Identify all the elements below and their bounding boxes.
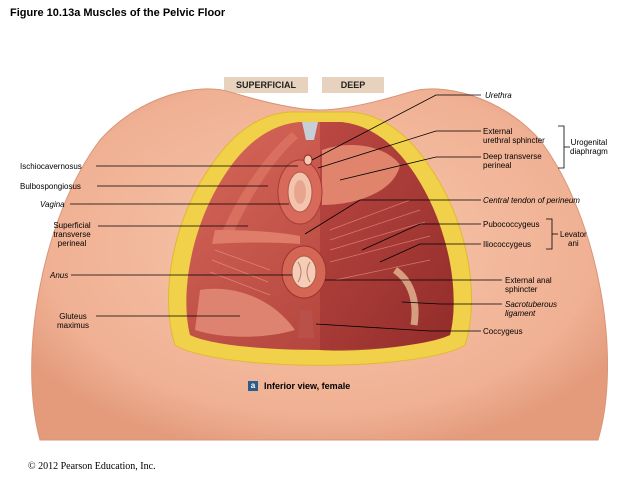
label-line: Superficial <box>53 221 91 230</box>
label-external-urethral-sphincter: External urethral sphincter <box>483 127 545 145</box>
superficial-transverse-perineal-muscle <box>212 230 300 244</box>
urethra-opening <box>303 154 313 166</box>
label-pubococcygeus: Pubococcygeus <box>483 220 540 229</box>
label-external-anal-sphincter: External anal sphincter <box>505 276 552 294</box>
tab-superficial: SUPERFICIAL <box>224 77 308 93</box>
label-deep-transverse-perineal: Deep transverse perineal <box>483 152 542 170</box>
panel-letter-icon: a <box>248 381 258 391</box>
label-line: Gluteus <box>59 312 87 321</box>
vaginal-opening-inner <box>294 180 306 204</box>
label-urethra: Urethra <box>485 91 512 100</box>
label-iliococcygeus: Iliococcygeus <box>483 240 532 249</box>
copyright: © 2012 Pearson Education, Inc. <box>28 461 156 472</box>
coccygeal-region <box>298 310 314 338</box>
label-line: Urogenital <box>570 138 608 147</box>
label-line: External <box>483 127 513 136</box>
label-coccygeus: Coccygeus <box>483 327 523 336</box>
bracket-levator-ani <box>546 218 558 250</box>
label-line: ligament <box>505 309 536 318</box>
tab-deep: DEEP <box>322 77 384 93</box>
sacrotuberous-ligament <box>392 267 419 326</box>
figure-caption: a Inferior view, female <box>248 381 350 391</box>
label-line: Sacrotuberous <box>505 300 558 309</box>
label-urogenital-diaphragm: Urogenital diaphragm <box>570 138 608 156</box>
clitoral-area <box>302 122 318 140</box>
label-gluteus-maximus: Gluteus maximus <box>50 312 96 330</box>
figure-title: Figure 10.13a Muscles of the Pelvic Floo… <box>10 7 226 19</box>
label-ischiocavernosus: Ischiocavernosus <box>20 162 82 171</box>
label-line: urethral sphincter <box>483 136 545 145</box>
ischiocavernosus-muscle <box>222 132 298 236</box>
label-bulbospongiosus: Bulbospongiosus <box>20 182 81 191</box>
label-superficial-transverse-perineal: Superficial transverse perineal <box>45 221 99 248</box>
label-line: ani <box>568 239 579 248</box>
leader-lines-right <box>304 94 502 332</box>
label-line: maximus <box>56 321 89 330</box>
anus-folds <box>297 261 311 283</box>
label-line: diaphragm <box>570 147 608 156</box>
muscle-fibers <box>209 199 431 296</box>
anus-opening <box>291 255 317 289</box>
label-line: perineal <box>57 239 87 248</box>
bracket-urogenital <box>558 125 570 169</box>
label-line: External anal <box>505 276 552 285</box>
label-line: Deep transverse <box>483 152 542 161</box>
label-line: transverse <box>53 230 91 239</box>
label-vagina: Vagina <box>40 200 65 209</box>
gluteus-maximus-muscle <box>195 288 295 337</box>
label-anus: Anus <box>50 271 69 280</box>
label-central-tendon: Central tendon of perineum <box>483 196 580 205</box>
label-line: sphincter <box>505 285 538 294</box>
label-line: Levator <box>560 230 587 239</box>
label-line: perineal <box>483 161 512 170</box>
caption-text: Inferior view, female <box>264 381 351 391</box>
label-levator-ani: Levator ani <box>560 230 587 248</box>
leader-lines-left <box>70 165 298 317</box>
label-sacrotuberous-ligament: Sacrotuberous ligament <box>505 300 557 318</box>
